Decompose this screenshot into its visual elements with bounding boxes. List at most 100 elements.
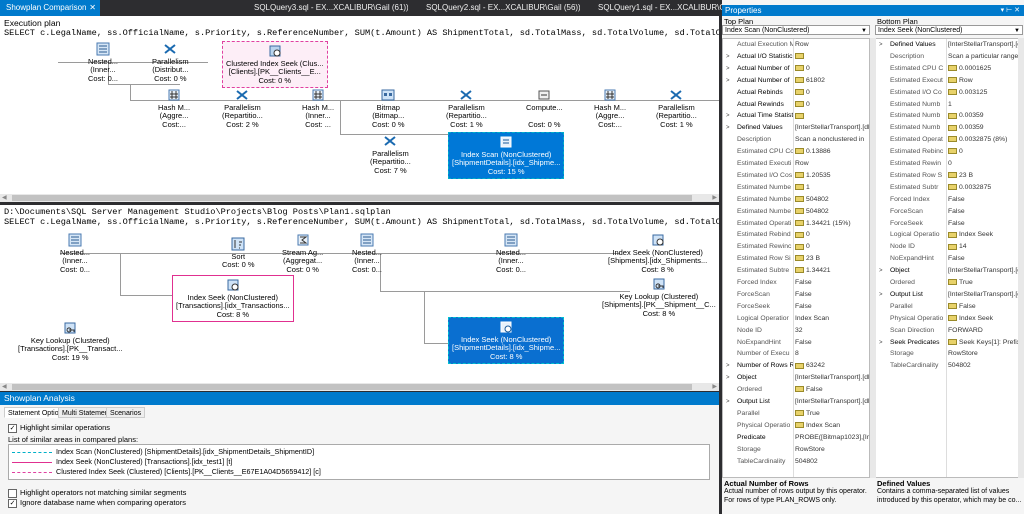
plan-node-parallelism-repartition[interactable]: Parallelism (Repartitio... Cost: 1 % [446,88,487,129]
plan-node-nested-loops[interactable]: Nested... (Inner... Cost: 0... [60,233,90,274]
plan-node-index-seek-shipmentdetails[interactable]: Index Seek (NonClustered) [ShipmentDetai… [448,317,565,365]
tab-sqlquery2[interactable]: SQLQuery2.sql - EX...XCALIBUR\Gail (56)) [420,0,580,16]
property-row[interactable]: >Output List[InterStellarTransport].[dbo… [876,291,1022,300]
tab-sqlquery3[interactable]: SQLQuery3.sql - EX...XCALIBUR\Gail (61)) [248,0,408,16]
expand-icon[interactable]: > [726,77,730,84]
plan-node-hash-match-inner[interactable]: Hash M... (Inner... Cost: ... [302,88,334,129]
expand-icon[interactable]: > [726,113,730,120]
plan-node-key-lookup-shipments[interactable]: Key Lookup (Clustered) [Shipments].[PK__… [602,277,716,318]
tab-sqlquery1[interactable]: SQLQuery1.sql - EX...XCALIBUR\Gail (54)) [592,0,722,16]
scrollbar-thumb[interactable] [12,195,692,201]
vertical-scrollbar[interactable] [870,38,876,478]
expand-icon[interactable]: > [726,65,730,72]
close-icon[interactable]: ✕ [1014,7,1020,14]
property-row[interactable]: >Actual I/O Statistic [723,53,869,62]
plan-node-bitmap[interactable]: Bitmap (Bitmap... Cost: 0 % [372,88,405,129]
bottom-plan-property-grid[interactable]: >Defined Values[InterStellarTransport].[… [875,38,1023,478]
property-row[interactable]: >Object[InterStellarTransport].[dbo].[Sh [723,374,869,383]
pin-icon[interactable]: ▾ ⊢ [1000,7,1013,14]
expand-icon[interactable]: > [726,363,730,370]
plan-node-compute-scalar[interactable]: Compute... Cost: 0 % [526,88,563,129]
list-item[interactable]: Clustered Index Seek (Clustered) [Client… [12,467,321,476]
vertical-scrollbar[interactable] [1018,38,1024,478]
plan-node-parallelism-repartition[interactable]: Parallelism (Repartitio... Cost: 2 % [222,88,263,129]
scroll-right-icon[interactable]: ▶ [712,384,717,390]
checkbox-unchecked-icon[interactable] [8,488,17,498]
top-plan-horizontal-scrollbar[interactable]: ◀ ▶ [0,194,719,202]
plan-node-index-seek-transactions[interactable]: Index Seek (NonClustered) [Transactions]… [172,275,294,323]
expand-icon[interactable]: > [879,339,883,346]
plan-node-clustered-index-seek[interactable]: Clustered Index Seek (Clus... [Clients].… [222,41,328,89]
plan-node-hash-match-aggregate[interactable]: Hash M... (Aggre... Cost:... [158,88,190,129]
tab-scenarios[interactable]: Scenarios [106,407,146,418]
close-icon[interactable]: ✕ [89,3,96,12]
expand-icon[interactable]: > [879,42,883,48]
ignore-db-name-option[interactable]: ✓Ignore database name when comparing ope… [8,498,186,508]
tab-showplan-comparison[interactable]: Showplan Comparison ✕ [0,0,100,16]
plan-node-stream-aggregate[interactable]: Stream Ag... (Aggregat... Cost: 0 % [282,233,323,274]
plan-node-key-lookup-transactions[interactable]: Key Lookup (Clustered) [Transactions].[P… [18,321,123,362]
expand-icon[interactable]: > [726,399,730,405]
plan-node-index-scan-shipmentdetails[interactable]: Index Scan (NonClustered) [ShipmentDetai… [448,132,565,180]
property-row[interactable]: >Defined Values[InterStellarTransport].[… [723,124,869,133]
plan-node-nested-loops[interactable]: Nested... (Inner... Cost: 0... [496,233,526,274]
highlight-not-matching-option[interactable]: Highlight operators not matching similar… [8,488,186,498]
expand-icon[interactable]: > [726,53,730,60]
scroll-left-icon[interactable]: ◀ [2,384,7,390]
plan-node-parallelism-repartition[interactable]: Parallelism (Repartitio... Cost: 1 % [656,88,697,129]
bottom-plan-horizontal-scrollbar[interactable]: ◀ ▶ [0,383,719,391]
plan-node-nested-loops[interactable]: Nested... (Inner... Cost: 0... [88,42,118,83]
top-plan-pane[interactable]: Execution plan SELECT c.LegalName, ss.Of… [0,16,719,194]
scrollbar-thumb[interactable] [12,384,692,390]
property-row[interactable]: >Output List[InterStellarTransport].[dbo… [723,398,869,407]
plan-node-sort[interactable]: Sort Cost: 0 % [222,237,255,270]
scroll-left-icon[interactable]: ◀ [2,195,7,201]
top-plan-operator-select[interactable]: Index Scan (NonClustered)▼ [722,25,870,35]
property-row[interactable]: >Actual Time Statist [723,112,869,121]
bottom-plan-operator-select[interactable]: Index Seek (NonClustered)▼ [875,25,1023,35]
